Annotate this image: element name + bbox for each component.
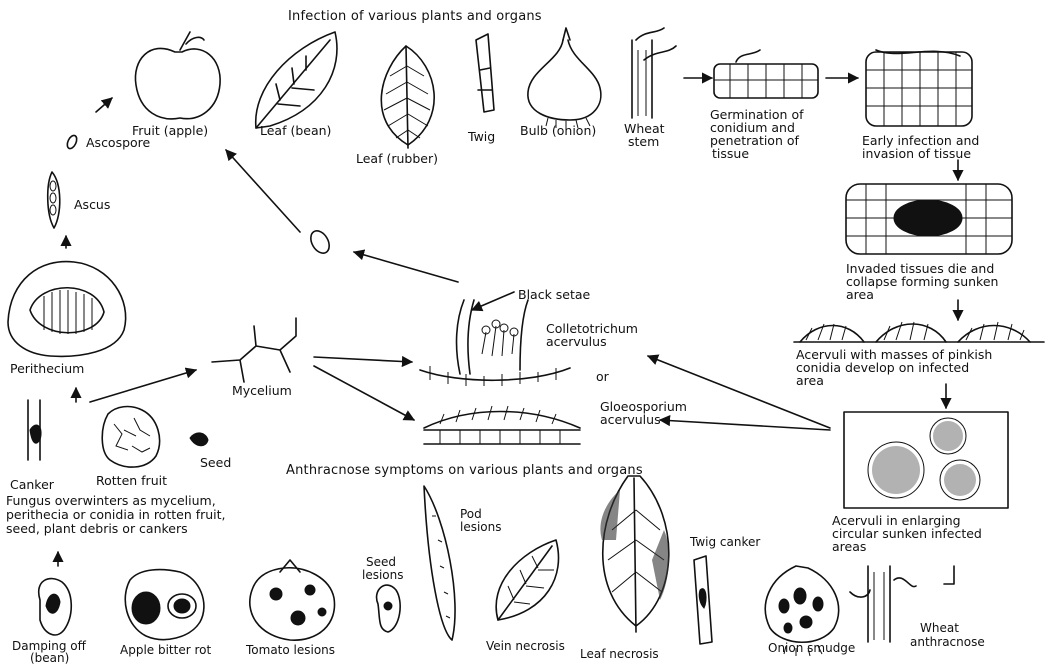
seed-drawing xyxy=(190,433,208,446)
canker-drawing xyxy=(28,400,41,460)
overwinter-note-1: Fungus overwinters as mycelium, xyxy=(6,494,216,507)
leaf-necrosis-drawing xyxy=(600,476,669,632)
vein-necrosis-drawing xyxy=(496,540,558,620)
label-leaf-rubber: Leaf (rubber) xyxy=(356,152,438,165)
label-stem: stem xyxy=(628,135,659,148)
label-canker: Canker xyxy=(10,478,54,491)
label-gloeosporium-2: acervulus xyxy=(600,413,661,426)
label-bulb-onion: Bulb (onion) xyxy=(520,124,596,137)
label-wheat-anthracnose-1: Wheat xyxy=(920,622,959,635)
invaded-tissue-drawing xyxy=(846,184,1012,254)
overwinter-note-2: perithecia or conidia in rotten fruit, xyxy=(6,508,226,521)
label-mycelium: Mycelium xyxy=(232,384,292,397)
mycelium-drawing xyxy=(212,318,296,382)
apple-fruit-drawing xyxy=(135,32,220,119)
wheat-stem-drawing xyxy=(632,28,676,118)
label-ascospore: Ascospore xyxy=(86,136,150,149)
bean-leaf-drawing xyxy=(256,32,337,128)
label-vein-necrosis: Vein necrosis xyxy=(486,640,565,653)
overwinter-note-3: seed, plant debris or cankers xyxy=(6,522,188,535)
ascospore-drawing xyxy=(65,134,78,150)
label-pod-lesions-2: lesions xyxy=(460,521,502,534)
acervuli-develop-drawing xyxy=(794,322,1044,342)
label-leaf-necrosis: Leaf necrosis xyxy=(580,648,659,661)
onion-bulb-drawing xyxy=(528,28,601,130)
label-acervuli-enlarging-3: areas xyxy=(832,540,866,553)
label-onion-smudge: Onion smudge xyxy=(768,642,855,655)
label-or: or xyxy=(596,370,609,383)
twig-drawing xyxy=(476,34,494,112)
label-seed-lesions-2: lesions xyxy=(362,569,404,582)
tomato-lesions-drawing xyxy=(250,560,335,640)
label-apple-bitter-rot: Apple bitter rot xyxy=(120,644,211,657)
symptoms-title: Anthracnose symptoms on various plants a… xyxy=(286,464,643,477)
label-wheat-anthracnose-2: anthracnose xyxy=(910,636,985,649)
rotten-fruit-drawing xyxy=(102,407,159,468)
ascus-drawing xyxy=(48,172,60,228)
germination-tissue-drawing xyxy=(714,50,818,98)
label-invaded-3: area xyxy=(846,288,874,301)
label-twig: Twig xyxy=(468,130,495,143)
twig-canker-drawing xyxy=(694,556,712,644)
apple-bitter-rot-drawing xyxy=(125,570,204,640)
label-ascus: Ascus xyxy=(74,198,110,211)
infection-title: Infection of various plants and organs xyxy=(288,10,542,23)
label-twig-canker: Twig canker xyxy=(690,536,760,549)
label-perithecium: Perithecium xyxy=(10,362,84,375)
label-germination-4: tissue xyxy=(712,147,749,160)
perithecium-drawing xyxy=(8,262,126,357)
label-rotten-fruit: Rotten fruit xyxy=(96,474,167,487)
label-colletotrichum-2: acervulus xyxy=(546,335,607,348)
label-seed: Seed xyxy=(200,456,231,469)
label-damping-off-2: (bean) xyxy=(30,652,69,665)
label-acervuli-develop-3: area xyxy=(796,374,824,387)
label-leaf-bean: Leaf (bean) xyxy=(260,124,331,137)
pod-lesions-drawing xyxy=(424,486,455,640)
label-black-setae: Black setae xyxy=(518,288,590,301)
rubber-leaf-drawing xyxy=(381,46,434,148)
label-early-infection-2: invasion of tissue xyxy=(862,147,971,160)
early-infection-tissue-drawing xyxy=(866,50,972,126)
label-tomato-lesions: Tomato lesions xyxy=(246,644,335,657)
damping-off-drawing xyxy=(39,579,72,635)
acervuli-enlarging-drawing xyxy=(844,412,1008,508)
gloeosporium-acervulus-drawing xyxy=(424,406,580,444)
seed-lesions-drawing xyxy=(377,585,401,632)
